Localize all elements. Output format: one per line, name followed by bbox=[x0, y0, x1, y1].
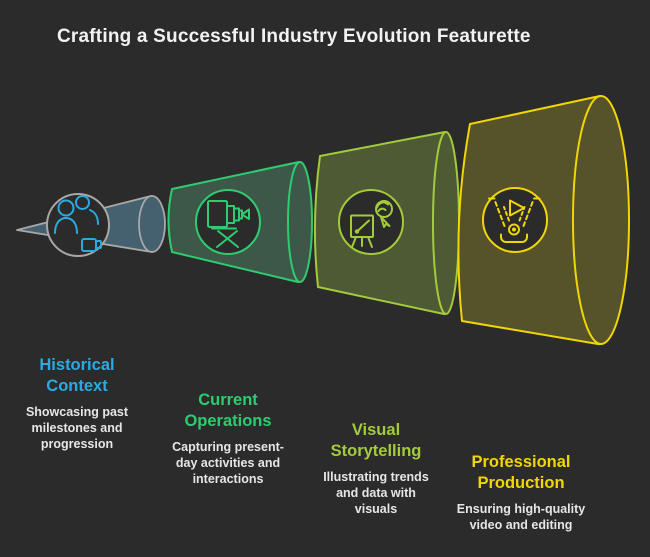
people-video-icon bbox=[54, 195, 102, 252]
stage-heading: Current Operations bbox=[184, 391, 272, 430]
stage-label-visual-storytelling: Visual Storytelling Illustrating trends … bbox=[317, 420, 435, 518]
stage-1-cap bbox=[138, 195, 166, 253]
stage-description: Ensuring high-quality video and editing bbox=[456, 502, 586, 533]
easel-presenter-icon bbox=[350, 200, 393, 248]
stage-heading: Professional Production bbox=[471, 453, 571, 492]
funnel-stage-1 bbox=[16, 193, 166, 257]
stage-description: Capturing present-day activities and int… bbox=[172, 440, 284, 486]
stage-label-historical-context: Historical Context Showcasing past miles… bbox=[15, 355, 139, 453]
video-camera-tripod-icon bbox=[207, 200, 250, 248]
stage-description: Showcasing past milestones and progressi… bbox=[25, 405, 129, 451]
stage-1-icon-circle bbox=[46, 193, 110, 257]
page-title: Crafting a Successful Industry Evolution… bbox=[57, 26, 531, 47]
stage-label-professional-production: Professional Production Ensuring high-qu… bbox=[451, 452, 591, 534]
stage-3-cap bbox=[432, 131, 460, 315]
funnel-stage-3 bbox=[313, 131, 460, 316]
stage-label-current-operations: Current Operations Capturing present-day… bbox=[166, 390, 290, 488]
stage-description: Illustrating trends and data with visual… bbox=[323, 470, 429, 516]
stage-2-cap bbox=[287, 161, 313, 283]
stage-heading: Visual Storytelling bbox=[330, 421, 422, 460]
funnel-stage-2 bbox=[167, 161, 313, 284]
stage-heading: Historical Context bbox=[39, 356, 115, 395]
projector-play-icon bbox=[488, 197, 541, 243]
funnel-stage-4 bbox=[457, 95, 630, 346]
stage-4-cap bbox=[572, 95, 630, 345]
